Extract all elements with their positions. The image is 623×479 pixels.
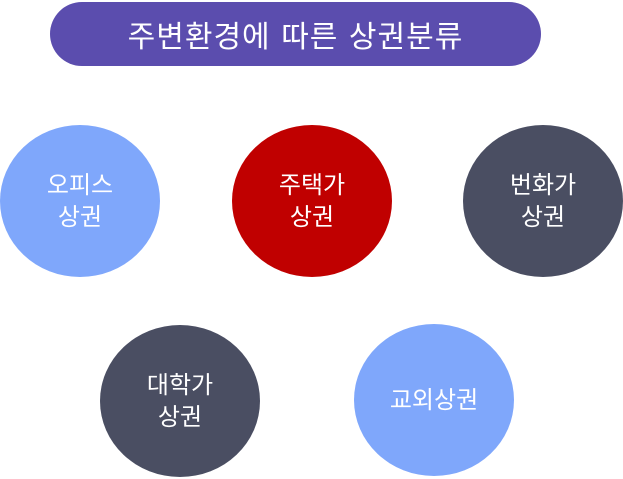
downtown-district-label-line1: 번화가 (509, 171, 577, 199)
suburban-district-label: 교외상권 (389, 386, 479, 414)
residential-district-label-line2: 상권 (289, 203, 335, 231)
suburban-district-node: 교외상권 (354, 324, 514, 476)
university-district-label-line1: 대학가 (146, 371, 214, 399)
office-district-label-line2: 상권 (57, 203, 103, 231)
downtown-district-node: 번화가 상권 (463, 125, 623, 277)
diagram-title: 주변환경에 따른 상권분류 (50, 2, 541, 66)
university-district-label-line2: 상권 (157, 403, 203, 431)
residential-district-label-line1: 주택가 (278, 171, 346, 199)
university-district-node: 대학가 상권 (100, 325, 260, 477)
office-district-label-line1: 오피스 (46, 171, 114, 199)
downtown-district-label-line2: 상권 (520, 203, 566, 231)
office-district-node: 오피스 상권 (0, 125, 160, 277)
residential-district-node: 주택가 상권 (232, 125, 392, 277)
